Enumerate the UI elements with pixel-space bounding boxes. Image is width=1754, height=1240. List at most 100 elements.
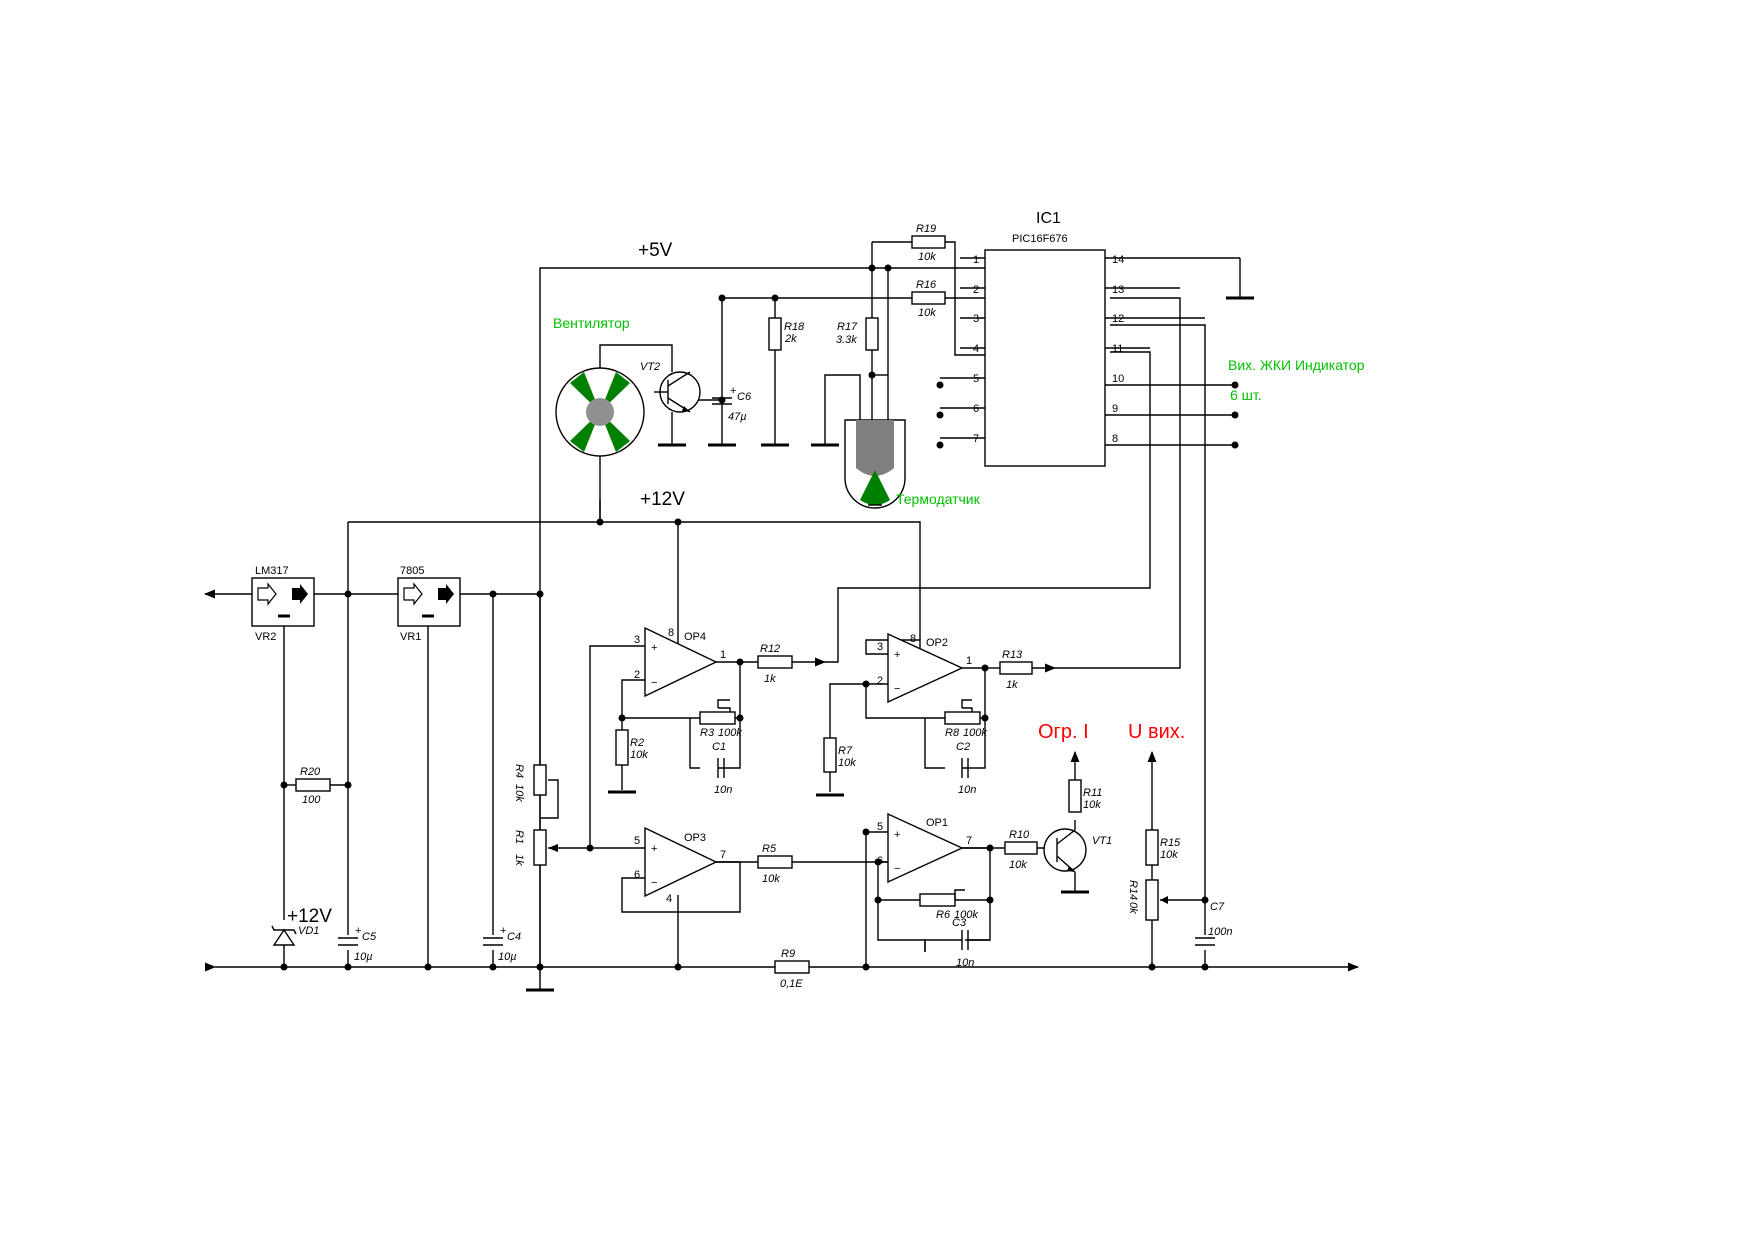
r19-value: 10k [918,251,936,263]
ic1-pin-label: 12 [1112,313,1124,325]
opamp-op4: + − OP4 3 2 1 8 [634,626,726,698]
resistor-r15 [1145,829,1159,866]
resistor-r3 [699,711,736,725]
ic1-pin-label: 2 [973,284,979,296]
r3-value: 100k [718,727,742,739]
r12-ref: R12 [760,643,780,655]
r5-ref: R5 [762,843,777,855]
r14-value: 0k [1127,902,1139,914]
r9-value: 0,1E [780,978,803,990]
c6-value: 47µ [728,411,747,423]
op2-pin: 3 [877,641,883,653]
op4-pin: 3 [634,634,640,646]
vr2-ref: VR2 [255,631,276,643]
ic1-ref: IC1 [1036,210,1061,227]
r10-ref: R10 [1009,829,1030,841]
resistor-r7 [823,737,837,773]
op3-pin: 5 [634,835,640,847]
ground-symbols [526,296,1254,992]
op3-pin: 7 [720,849,726,861]
resistor-r17 [865,317,879,351]
resistor-r11 [1068,779,1082,813]
r8-value: 100k [963,727,987,739]
r6-ref: R6 [936,909,951,921]
c5-value: 10µ [354,951,373,963]
r16-value: 10k [918,307,936,319]
r2-ref: R2 [630,737,644,749]
r4-value: 10k [513,784,525,802]
op4-pin: 2 [634,669,640,681]
r12-value: 1k [764,673,776,685]
op2-pin: 1 [966,655,972,667]
r10-value: 10k [1009,859,1027,871]
r8-ref: R8 [945,727,960,739]
op1-ref: OP1 [926,817,948,829]
r13-value: 1k [1006,679,1018,691]
resistor-r12 [757,655,793,669]
r2-value: 10k [630,749,648,761]
resistor-r4 [533,764,547,796]
r1-ref: R1 [513,830,525,844]
capacitors: + C6 47µ C1 10n C2 10n C3 10n + C4 10µ +… [338,385,1232,969]
r4-ref: R4 [513,764,525,778]
op1-pin: 5 [877,821,883,833]
zener-diode-vd1: VD1 +12V [271,906,332,946]
regulator-vr2: LM317 VR2 [251,565,315,643]
ic1-pin-label: 14 [1112,254,1124,266]
transistor-vt2: VT2 [640,361,701,413]
ic1-pin-label: 8 [1112,433,1118,445]
op3-pin: 4 [666,893,672,905]
svg-text:+: + [355,925,361,937]
resistor-r10 [1004,841,1038,855]
r16-ref: R16 [916,279,937,291]
resistor-r2 [615,729,629,766]
vt1-ref: VT1 [1092,835,1112,847]
svg-text:+: + [894,649,900,661]
resistor-r14 [1145,879,1159,921]
c7-ref: C7 [1210,901,1225,913]
r17-value: 3.3k [836,334,857,346]
op2-ref: OP2 [926,637,948,649]
svg-text:+: + [894,829,900,841]
svg-text:+: + [651,843,657,855]
r1-value: 1k [513,854,525,866]
resistor-r20 [295,778,331,792]
resistors: R19 10k R16 10k R12 1k R13 1k R3 100k R8… [295,223,1181,990]
r3-ref: R3 [700,727,715,739]
rail-label-12v: +12V [640,489,685,510]
current-limit-label: Огр. I [1038,721,1089,743]
r11-ref: R11 [1083,787,1102,799]
ic1-pin-label: 13 [1112,284,1124,296]
c5-ref: C5 [362,931,377,943]
ic1-pin-label: 5 [973,373,979,385]
lcd-count-label: 6 шт. [1230,387,1262,403]
resistor-r1 [533,829,547,866]
resistor-r19 [911,235,946,249]
sensor-label: Термодатчик [896,491,981,507]
svg-text:−: − [894,863,900,875]
junction-dots [280,264,1239,971]
r5-value: 10k [762,873,780,885]
vr1-part: 7805 [400,565,424,577]
svg-text:+: + [651,642,657,654]
c2-ref: C2 [956,741,970,753]
op3-ref: OP3 [684,832,706,844]
vt2-ref: VT2 [640,361,660,373]
op2-pin: 8 [910,633,916,645]
resistor-r16 [911,291,946,305]
op4-pin: 1 [720,649,726,661]
vr1-ref: VR1 [400,631,421,643]
ic1-pin-label: 1 [973,254,979,266]
text-labels: +5V +12V Вентилятор Термодатчик Вих. ЖКИ… [553,240,1365,743]
op4-pin: 8 [668,627,674,639]
c1-value: 10n [714,784,732,796]
r15-value: 10k [1160,849,1178,861]
r18-ref: R18 [784,321,805,333]
resistor-r6 [919,893,956,907]
fan-icon [555,367,645,522]
svg-text:−: − [651,877,657,889]
op1-pin: 6 [877,855,883,867]
transistor-vt1: VT1 [1043,828,1112,873]
c4-ref: C4 [507,931,521,943]
